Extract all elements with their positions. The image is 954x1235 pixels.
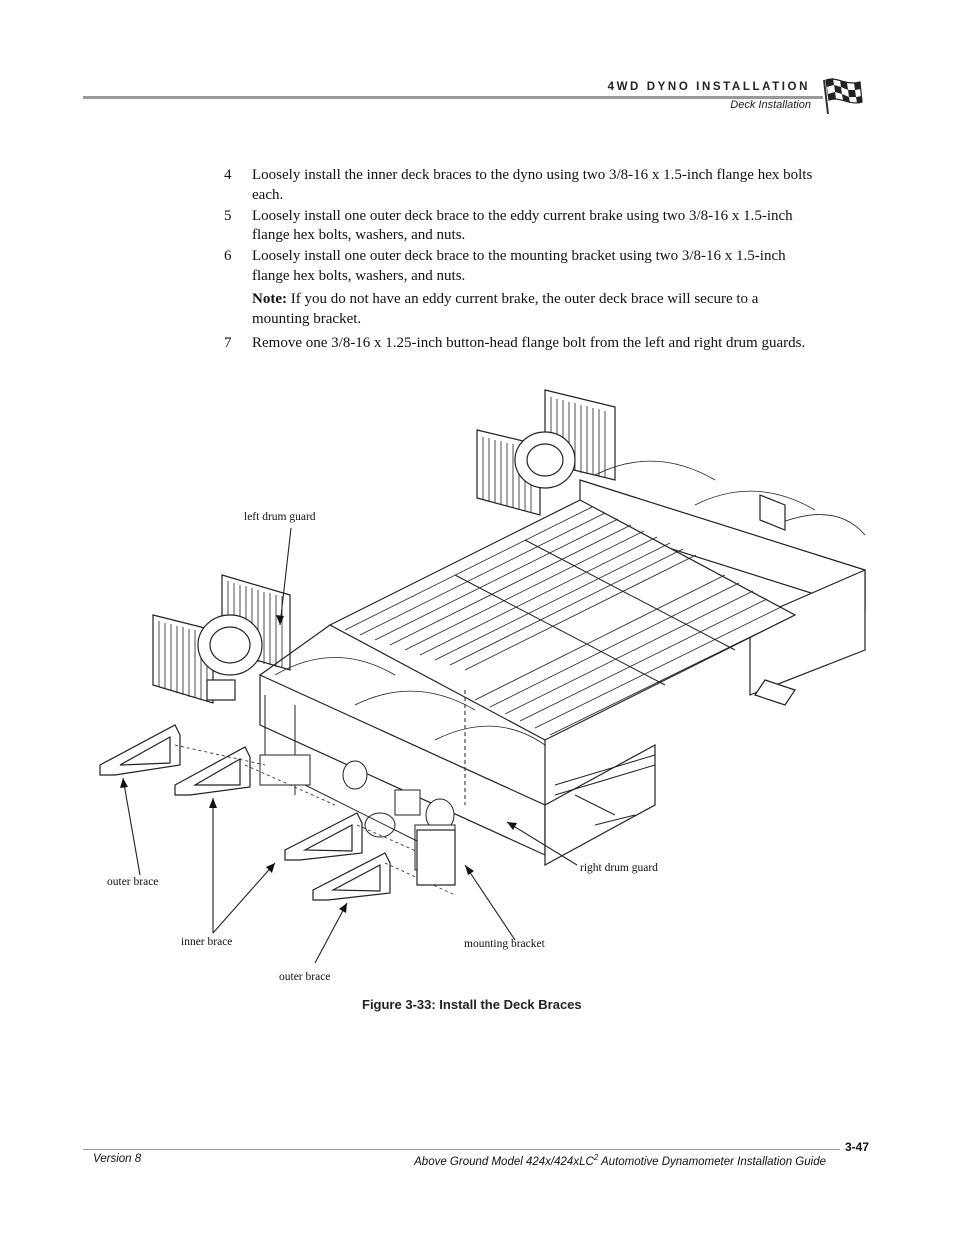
rear-drum-guard [476, 389, 616, 516]
callout-leaders [122, 527, 578, 964]
note-text: If you do not have an eddy current brake… [252, 291, 759, 327]
callout-outer-brace-bottom: outer brace [279, 971, 331, 983]
guide-title-suffix: Automotive Dynamometer Installation Guid… [598, 1155, 826, 1168]
step-number: 7 [224, 335, 232, 351]
deck-grating [328, 499, 797, 741]
page-number: 3-47 [844, 1140, 869, 1154]
note: Note: If you do not have an eddy current… [224, 290, 814, 329]
note-label: Note: [252, 291, 287, 307]
footer-rule [83, 1149, 840, 1150]
footer-guide-title: Above Ground Model 424x/424xLC2 Automoti… [414, 1153, 826, 1168]
section-title: Deck Installation [730, 99, 811, 111]
header-rule [83, 96, 823, 99]
mounting-bracket [416, 829, 456, 886]
callout-left-drum-guard: left drum guard [244, 511, 316, 523]
callout-right-drum-guard: right drum guard [580, 862, 658, 874]
step-4: 4 Loosely install the inner deck braces … [224, 166, 814, 205]
figure-caption: Figure 3-33: Install the Deck Braces [362, 997, 582, 1012]
guide-title-sup: 2 [593, 1153, 599, 1162]
instruction-steps: 4 Loosely install the inner deck braces … [224, 166, 814, 355]
guide-title-prefix: Above Ground Model 424x/424xLC [414, 1155, 594, 1168]
callout-mounting-bracket: mounting bracket [464, 938, 545, 950]
step-7: 7 Remove one 3/8-16 x 1.25-inch button-h… [224, 334, 814, 354]
step-number: 6 [224, 248, 232, 264]
step-text: Loosely install one outer deck brace to … [252, 248, 786, 284]
inner-brace-left [174, 746, 251, 796]
step-6: 6 Loosely install one outer deck brace t… [224, 247, 814, 286]
checkered-flag-icon [823, 78, 863, 115]
inner-brace-right [284, 812, 363, 861]
dyno-deck-illustration [99, 389, 866, 964]
deck-braces-figure: left drum guard outer brace inner brace … [95, 385, 885, 995]
callout-outer-brace-left: outer brace [107, 876, 159, 888]
front-drum-guard [152, 574, 291, 704]
step-number: 4 [224, 167, 232, 183]
step-text: Loosely install the inner deck braces to… [252, 167, 813, 203]
outer-brace-left [99, 724, 181, 776]
footer-version: Version 8 [93, 1153, 142, 1165]
outer-brace-bottom [312, 852, 391, 901]
callout-inner-brace: inner brace [181, 936, 233, 948]
chapter-title: 4WD DYNO INSTALLATION [607, 81, 810, 93]
step-number: 5 [224, 207, 232, 224]
step-text: Remove one 3/8-16 x 1.25-inch button-hea… [252, 335, 806, 351]
step-text: Loosely install one outer deck brace to … [252, 207, 793, 244]
step-5: 5 Loosely install one outer deck brace t… [224, 207, 814, 246]
